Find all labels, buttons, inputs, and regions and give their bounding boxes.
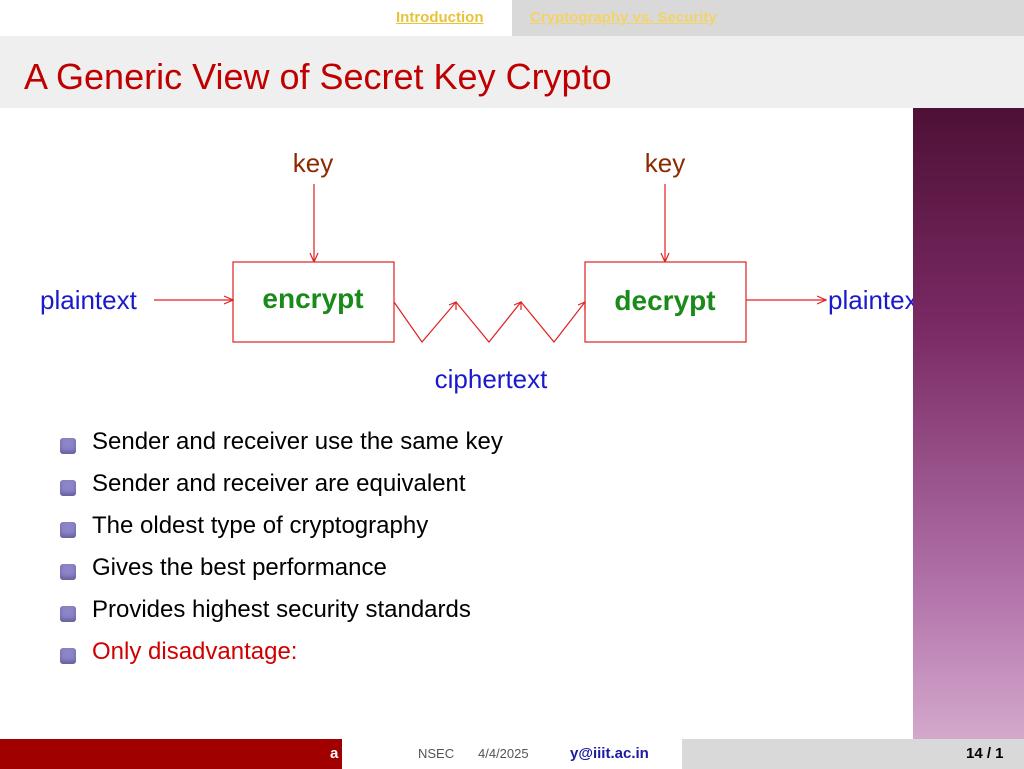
bullet-text: Provides highest security standards [92,596,471,623]
zigzag-arrowhead [513,301,522,310]
bullet-text: Only disadvantage: [92,638,298,665]
footer-middle-segment [342,739,682,769]
footer-venue: NSEC [418,746,455,761]
ciphertext-channel [393,301,586,343]
nav-tab-label[interactable]: Cryptography vs. Security [530,9,717,26]
bullet-text: Sender and receiver are equivalent [92,470,466,497]
key-label-right: key [645,148,685,178]
footer-date: 4/4/2025 [478,746,529,761]
encrypt-label: encrypt [262,283,363,314]
footer-author: a [330,745,339,762]
footer-right-segment [682,739,1024,769]
bullet-icon [60,648,76,664]
footer-email: y@iiit.ac.in [570,745,649,762]
zigzag-arrowhead [448,301,457,310]
decrypt-label: decrypt [614,285,715,316]
bullet-icon [60,480,76,496]
nav-tab-introduction[interactable]: Introduction [382,0,510,36]
bullet-icon [60,564,76,580]
top-navigation: Introduction Cryptography vs. Security [0,0,1024,36]
bullet-text: Gives the best performance [92,554,387,581]
nav-tab-crypto-vs-security[interactable]: Cryptography vs. Security [512,0,1024,36]
footer-left-segment [0,739,342,769]
bullet-text: Sender and receiver use the same key [92,428,503,455]
secret-key-diagram: key key encrypt decrypt plaintext plaint… [40,148,913,394]
bullet-text: The oldest type of cryptography [92,512,429,539]
footer-bar: a NSEC 4/4/2025 y@iiit.ac.in 14 / 1 [0,739,1024,769]
title-bar: A Generic View of Secret Key Crypto [0,36,1024,108]
slide-title: A Generic View of Secret Key Crypto [24,56,612,97]
plaintext-input-label: plaintext [40,285,138,315]
key-label-left: key [293,148,333,178]
ciphertext-label: ciphertext [435,364,548,394]
plaintext-output-label: plaintext [828,285,913,315]
decrypt-box [584,261,747,343]
zigzag-arrowhead [577,301,586,310]
bullet-icon [60,606,76,622]
page-number: 14 / 1 [966,745,1004,762]
bullet-icon [60,438,76,454]
bullet-icon [60,522,76,538]
nav-tab-label[interactable]: Introduction [396,9,484,26]
decorative-sidebar [913,108,1024,739]
